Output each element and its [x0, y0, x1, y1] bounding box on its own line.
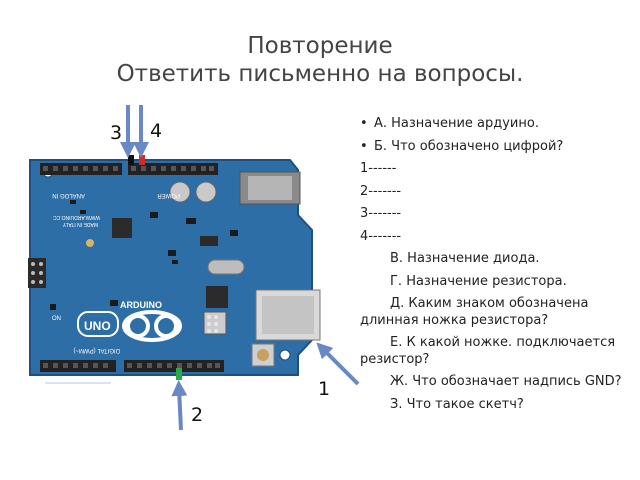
pin-green — [176, 368, 182, 380]
label-3: 3 — [110, 122, 123, 144]
answer-line-1: 1------ — [360, 161, 397, 176]
website-label: WWW.ARDUINO.CC — [53, 214, 100, 220]
reset-label: RESET — [262, 376, 279, 382]
arduino-board-illustration: ANALOG IN POWER ARDUINO UNO DIGITAL (PWM… — [28, 105, 360, 431]
question-list: •А. Назначение ардуино. •Б. Что обозначе… — [360, 116, 632, 419]
pin-black — [128, 155, 134, 165]
slide-title: Повторение Ответить письменно на вопросы… — [0, 32, 640, 88]
question-zh: Ж. Что обозначает надпись GND? — [390, 374, 622, 389]
question-text: А. Назначение ардуино. — [374, 116, 539, 131]
uno-label: UNO — [84, 319, 111, 333]
answer-line-4: 4------- — [360, 228, 402, 244]
title-line-1: Повторение — [247, 33, 393, 59]
analog-in-label: ANALOG IN — [52, 192, 85, 198]
arrow-1 — [316, 342, 360, 386]
digital-label: DIGITAL (PWM~) — [73, 347, 120, 353]
question-g: Г. Назначение резистора. — [390, 273, 567, 289]
pcb-body — [29, 159, 313, 376]
title-line-2: Ответить письменно на вопросы. — [116, 61, 524, 87]
question-z: З. Что такое скетч? — [390, 396, 524, 412]
question-d: Д. Каким знаком обозначена длинная ножка… — [360, 296, 589, 328]
answer-line-3: 3------- — [360, 206, 402, 221]
label-2: 2 — [191, 404, 204, 426]
question-text: Б. Что обозначено цифрой? — [374, 138, 564, 154]
label-4: 4 — [150, 120, 163, 142]
question-v: В. Назначение диода. — [390, 251, 540, 266]
on-label: ON — [52, 316, 61, 322]
answer-line-2: 2------- — [360, 183, 402, 199]
arrow-2 — [171, 380, 188, 431]
question-a: •А. Назначение ардуино. — [360, 116, 539, 131]
pin-red — [139, 155, 145, 165]
power-label: POWER — [157, 192, 180, 198]
label-1: 1 — [318, 378, 331, 400]
question-b: •Б. Что обозначено цифрой? — [360, 138, 564, 154]
arduino-label: ARDUINO — [120, 300, 162, 310]
made-in-label: MADE IN ITALY — [62, 221, 98, 227]
question-e: Е. К какой ножке. подключается резистор? — [360, 335, 616, 367]
